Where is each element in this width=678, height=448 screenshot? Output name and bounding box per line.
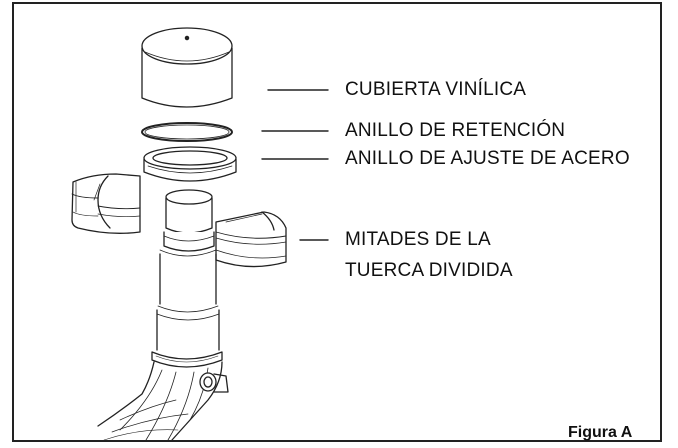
handle-part [97, 361, 229, 441]
split-nut-half-right [215, 211, 287, 268]
figure-caption: Figura A [568, 424, 633, 441]
label-split-nut-line2: TUERCA DIVIDIDA [345, 260, 513, 281]
label-split-nut-line1: MITADES DE LA [345, 229, 491, 250]
stem-part [151, 189, 223, 368]
leader-lines [261, 89, 329, 241]
retaining-ring-part [141, 122, 233, 142]
vinyl-cover-part [141, 27, 233, 108]
label-retaining-ring: ANILLO DE RETENCIÓN [345, 120, 566, 141]
split-nut-half-left [71, 173, 141, 234]
label-vinyl-cover: CUBIERTA VINÍLICA [345, 79, 527, 100]
label-steel-ring: ANILLO DE AJUSTE DE ACERO [345, 148, 630, 169]
steel-ring-part [143, 146, 237, 182]
